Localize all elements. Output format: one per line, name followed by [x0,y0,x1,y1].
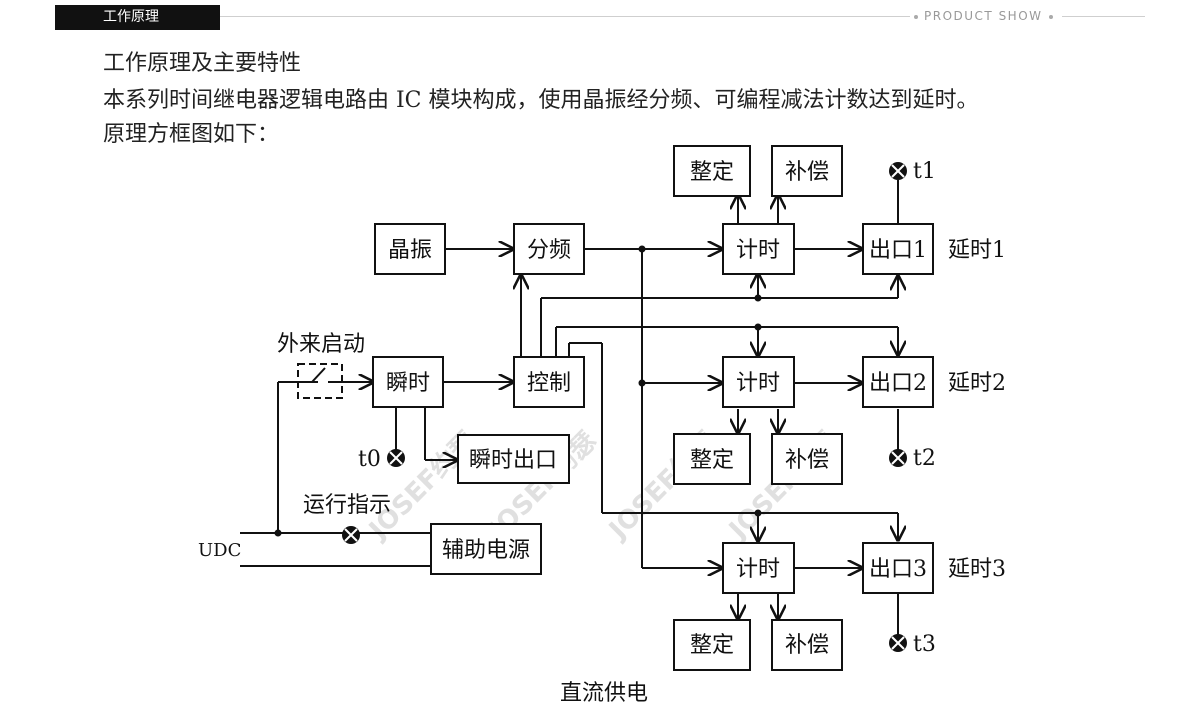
divider-block [513,223,585,275]
timer-label-1: 计时 [736,238,780,263]
delay-label-2: 延时2 [948,371,1006,396]
set-block-2 [673,433,751,485]
crystal-block [374,223,446,275]
external-start-label: 外来启动 [277,332,365,357]
header-divider [220,16,910,17]
delay-label-3: 延时3 [948,557,1006,582]
instant-block [372,356,444,408]
instant-output-label: 瞬时出口 [469,448,557,473]
intro-heading: 工作原理及主要特性 [103,51,302,76]
set-block-3 [673,619,751,671]
terminal-label-t0: t0 [358,447,381,472]
timer-block-3 [722,542,795,594]
run-indicator-lamp-icon [342,526,360,544]
set-label-1: 整定 [690,160,734,185]
timer-block-1 [722,223,795,275]
header-divider-right [1062,16,1145,17]
comp-block-2 [771,433,843,485]
divider-label: 分频 [527,238,571,263]
control-block [513,356,585,408]
output-label-1: 出口1 [869,238,927,263]
dot-icon [1048,14,1053,19]
terminal-t1-icon [889,162,907,180]
product-show-text: PRODUCT SHOW [924,9,1043,23]
set-label-2: 整定 [690,448,734,473]
comp-block-3 [771,619,843,671]
instant-label: 瞬时 [386,371,430,396]
terminal-label-t1: t1 [913,159,936,184]
terminal-t2-icon [889,449,907,467]
output-block-3 [862,542,934,594]
aux-power-label: 辅助电源 [442,538,530,563]
set-label-3: 整定 [690,633,734,658]
dot-icon [914,14,918,19]
comp-label-3: 补偿 [785,633,829,658]
section-tab-label: 工作原理 [103,9,159,25]
aux-power-block [430,523,542,575]
terminal-t3-icon [889,634,907,652]
comp-label-2: 补偿 [785,448,829,473]
crystal-label: 晶振 [388,238,432,263]
comp-block-1 [771,145,843,197]
terminal-label-t3: t3 [913,632,936,657]
delay-label-1: 延时1 [948,238,1006,263]
instant-output-block [457,434,570,484]
product-show-label: PRODUCT SHOW [908,9,1059,23]
terminal-label-t2: t2 [913,446,936,471]
timer-label-2: 计时 [736,371,780,396]
comp-label-1: 补偿 [785,160,829,185]
intro-diagram-caption: 原理方框图如下： [103,122,280,147]
run-indicator-label: 运行指示 [303,493,391,518]
timer-label-3: 计时 [736,557,780,582]
udc-label: UDC [198,540,241,561]
section-tab: 工作原理 [55,5,220,30]
intro-description: 本系列时间继电器逻辑电路由 IC 模块构成，使用晶振经分频、可编程减法计数达到延… [103,88,979,113]
control-label: 控制 [527,371,571,396]
output-block-1 [862,223,934,275]
terminal-t0-icon [387,449,405,467]
set-block-1 [673,145,751,197]
output-block-2 [862,356,934,408]
output-label-3: 出口3 [869,557,927,582]
timer-block-2 [722,356,795,408]
output-label-2: 出口2 [869,371,927,396]
dc-supply-caption: 直流供电 [560,681,648,706]
